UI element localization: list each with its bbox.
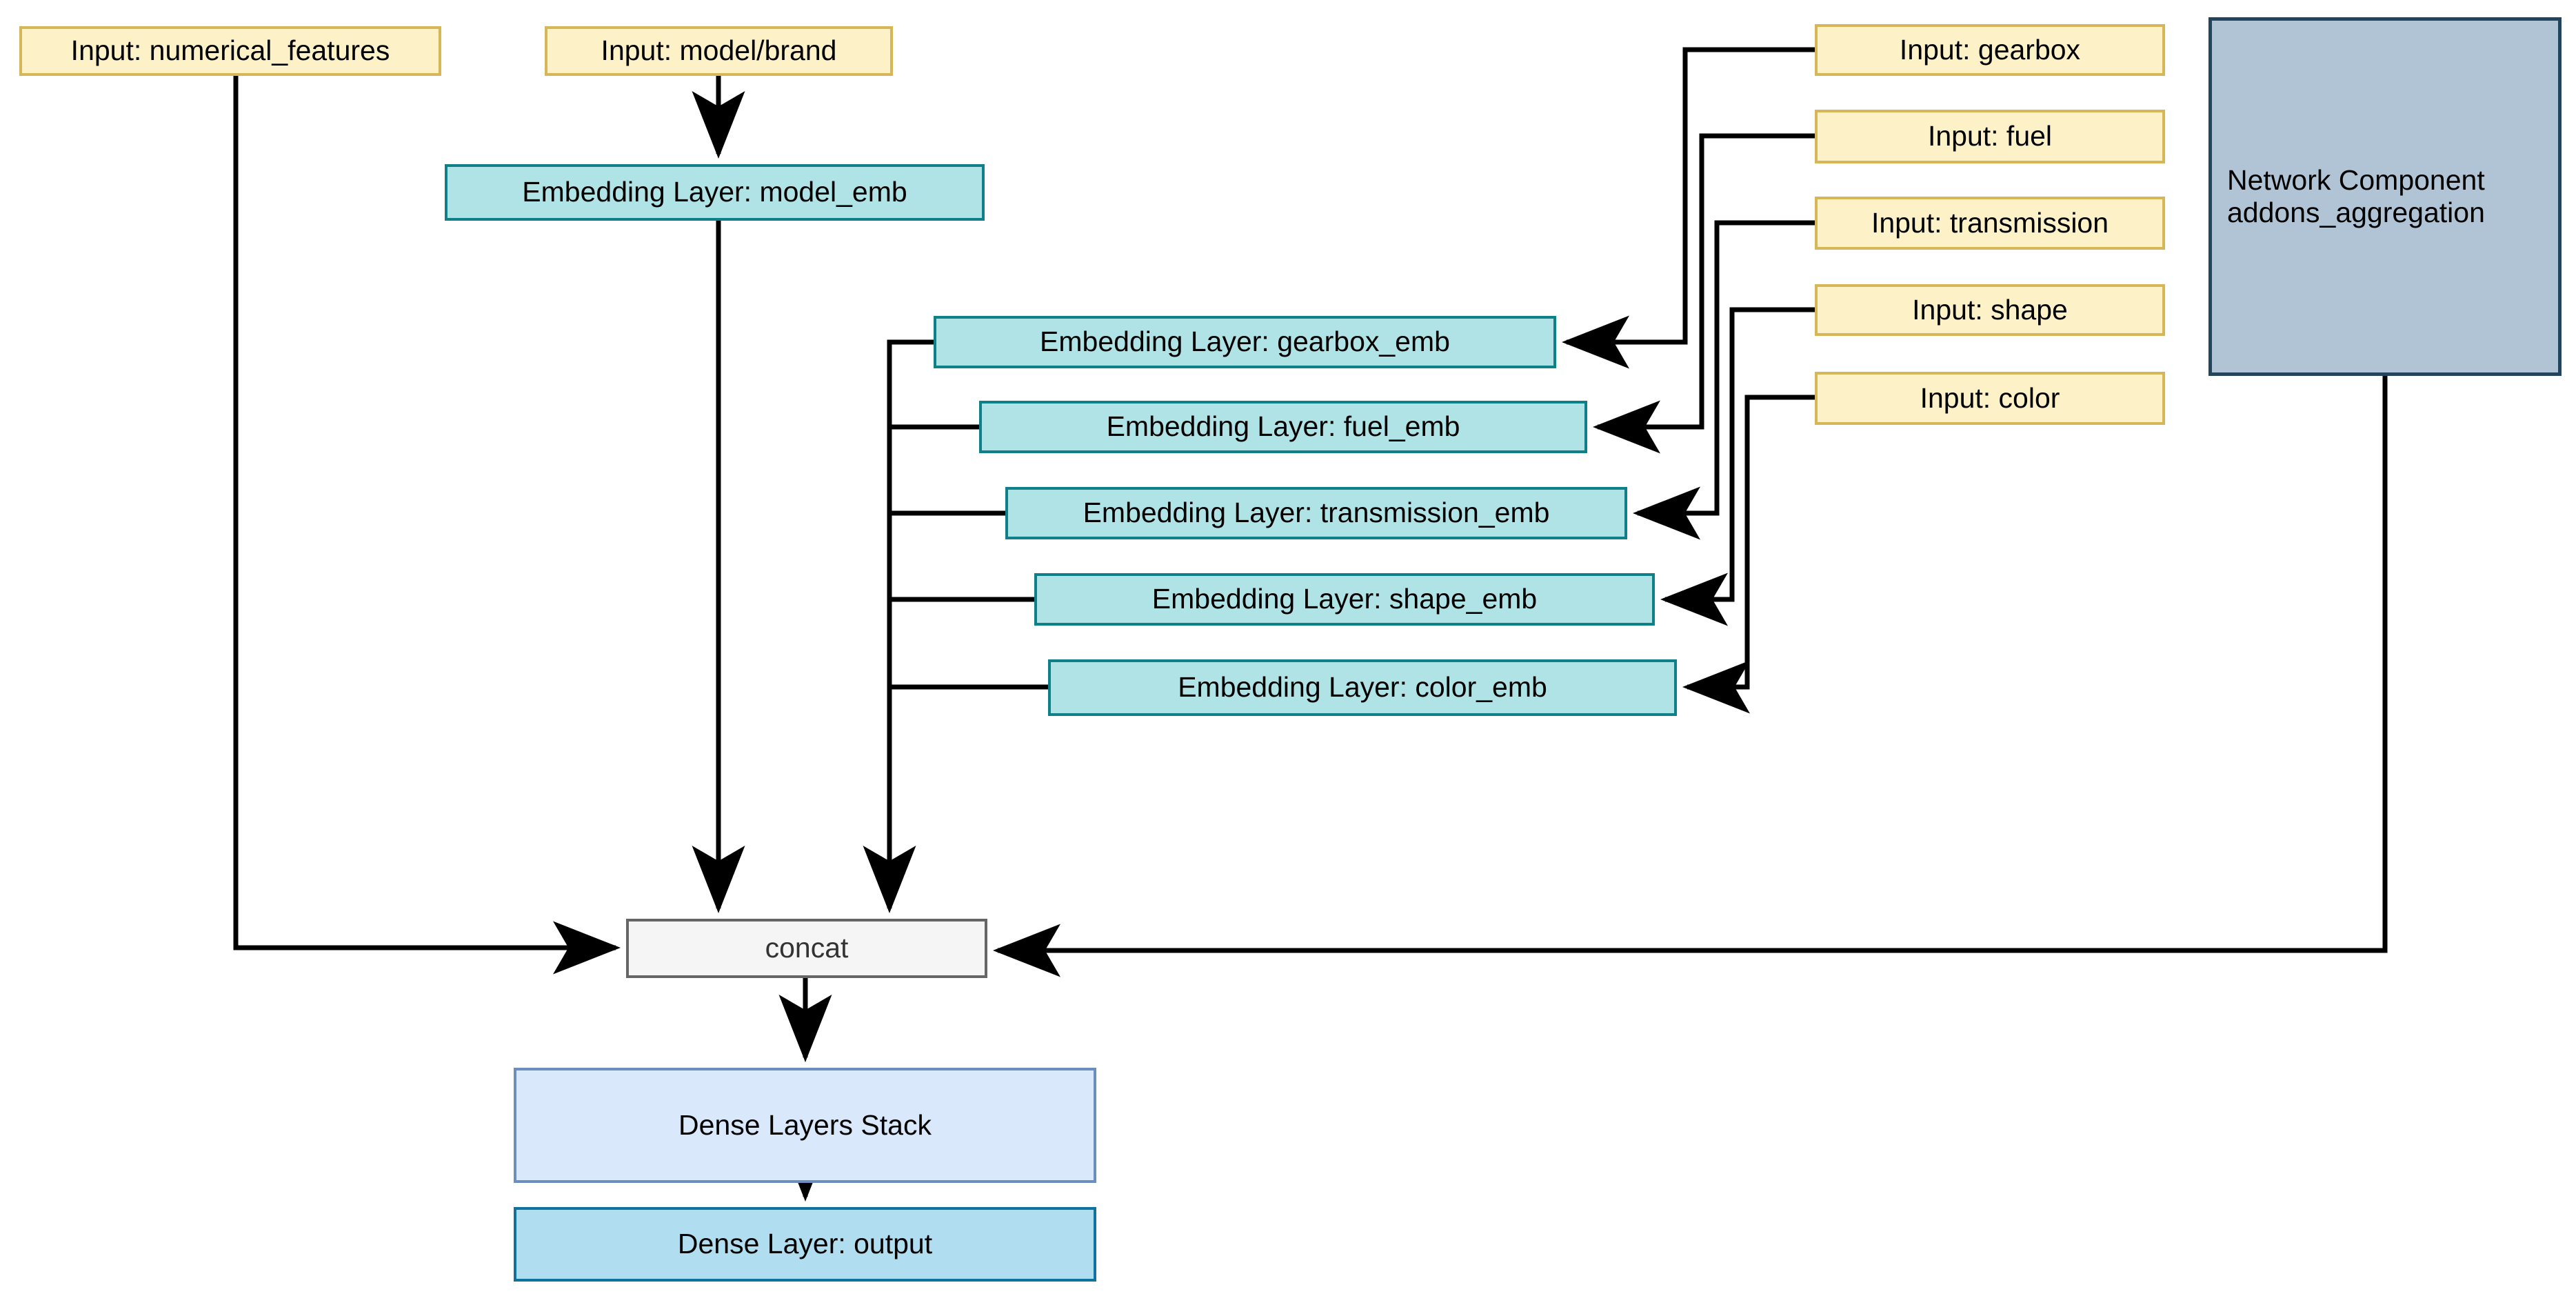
node-label: Input: transmission	[1871, 206, 2109, 239]
edge-gearboxemb-to-bus	[887, 339, 934, 908]
node-label: Dense Layers Stack	[678, 1108, 932, 1141]
node-label: Embedding Layer: transmission_emb	[1083, 497, 1550, 529]
node-label: Embedding Layer: gearbox_emb	[1040, 326, 1450, 358]
group-label-line1: Network Component	[2227, 163, 2485, 196]
node-embedding-color-emb[interactable]: Embedding Layer: color_emb	[1048, 659, 1677, 716]
node-embedding-model-emb[interactable]: Embedding Layer: model_emb	[445, 164, 985, 221]
node-label: Input: gearbox	[1899, 33, 2081, 66]
node-input-shape[interactable]: Input: shape	[1815, 284, 2165, 336]
node-group-addons-aggregation[interactable]: Network Component addons_aggregation	[2208, 17, 2562, 376]
node-embedding-gearbox-emb[interactable]: Embedding Layer: gearbox_emb	[934, 316, 1556, 368]
node-input-numerical-features[interactable]: Input: numerical_features	[19, 26, 441, 76]
edge-shape-to-shapeemb	[1660, 307, 1815, 626]
node-input-color[interactable]: Input: color	[1815, 372, 2165, 425]
node-label: Input: shape	[1912, 293, 2068, 326]
edge-addons-to-concat	[993, 376, 2388, 977]
node-label: Input: model/brand	[601, 34, 837, 67]
node-label: Embedding Layer: shape_emb	[1151, 583, 1538, 615]
edge-transmission-to-transmissionemb	[1633, 220, 1815, 540]
node-label: Dense Layer: output	[677, 1228, 933, 1260]
node-dense-layers-stack[interactable]: Dense Layers Stack	[514, 1068, 1096, 1183]
node-label: Input: fuel	[1927, 120, 2053, 152]
edge-fuel-to-fuelemb	[1593, 133, 1815, 454]
group-label-line2: addons_aggregation	[2227, 197, 2485, 228]
node-label: Input: color	[1920, 381, 2060, 414]
node-label: Embedding Layer: color_emb	[1178, 671, 1547, 704]
group-label: Network Component addons_aggregation	[2227, 164, 2485, 229]
node-embedding-shape-emb[interactable]: Embedding Layer: shape_emb	[1034, 573, 1655, 626]
edge-color-to-coloremb	[1682, 395, 1815, 714]
node-label: Input: numerical_features	[70, 34, 390, 67]
node-concat[interactable]: concat	[626, 919, 987, 978]
node-input-gearbox[interactable]: Input: gearbox	[1815, 24, 2165, 76]
node-input-fuel[interactable]: Input: fuel	[1815, 110, 2165, 163]
node-embedding-fuel-emb[interactable]: Embedding Layer: fuel_emb	[979, 401, 1587, 453]
edge-numerical-to-concat	[233, 76, 621, 975]
node-label: Embedding Layer: fuel_emb	[1106, 410, 1460, 443]
node-embedding-transmission-emb[interactable]: Embedding Layer: transmission_emb	[1005, 487, 1627, 539]
node-label: Embedding Layer: model_emb	[522, 176, 907, 208]
node-label: concat	[765, 932, 849, 964]
node-dense-layer-output[interactable]: Dense Layer: output	[514, 1207, 1096, 1282]
node-input-transmission[interactable]: Input: transmission	[1815, 197, 2165, 250]
node-input-model-brand[interactable]: Input: model/brand	[545, 26, 893, 76]
edge-gearbox-to-gearboxemb	[1562, 47, 1815, 369]
